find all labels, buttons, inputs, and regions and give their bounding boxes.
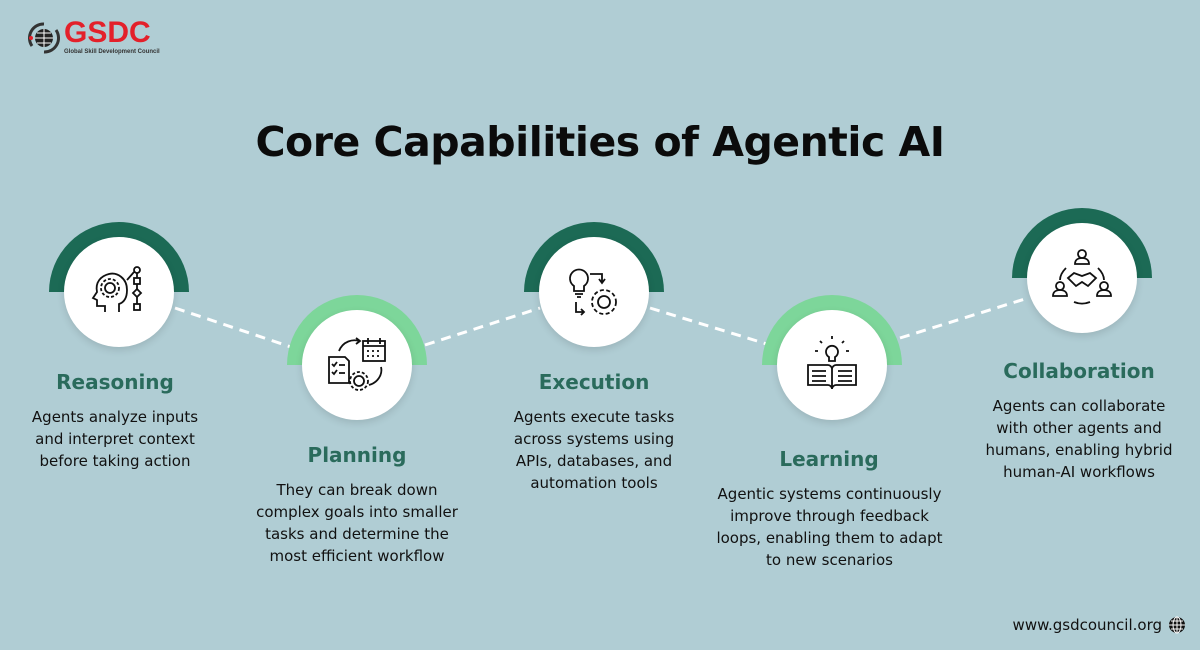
footer: www.gsdcouncil.org [1013,616,1186,634]
capability-title: Learning [779,447,879,471]
reasoning-node [49,222,189,362]
page-title: Core Capabilities of Agentic AI [255,118,945,166]
capability-title: Collaboration [1003,359,1155,383]
collaboration-node [1012,208,1152,348]
execution-node [524,222,664,362]
execution-icon [539,237,649,347]
globe-logo-icon [28,22,60,54]
connector-line [899,296,1029,340]
collaboration-icon [1027,223,1137,333]
gsdc-logo: GSDC Global Skill Development Council [26,16,176,58]
capability-description: Agents execute tasks across systems usin… [513,408,675,492]
capability-title: Execution [538,370,650,394]
capability-description: Agentic systems continuously improve thr… [716,485,943,569]
capability-collaboration: Collaboration Agents can collaborate wit… [959,359,1199,483]
globe-icon [1169,616,1185,634]
logo-text: GSDC [64,16,151,49]
capability-title: Planning [307,443,407,467]
planning-node [287,295,427,435]
capability-execution: Execution Agents execute tasks across sy… [474,370,714,494]
connector-line [174,306,301,352]
capability-planning: Planning They can break down complex goa… [237,443,477,567]
capability-description: Agents analyze inputs and interpret cont… [31,408,199,470]
capability-title: Reasoning [56,370,174,394]
capability-description: Agents can collaborate with other agents… [985,397,1173,481]
capability-learning: Learning Agentic systems continuously im… [699,447,959,571]
learning-icon [777,310,887,420]
learning-node [762,295,902,435]
capability-reasoning: Reasoning Agents analyze inputs and inte… [0,370,235,472]
website-link[interactable]: www.gsdcouncil.org [1012,616,1162,634]
planning-icon [302,310,412,420]
reasoning-icon [64,237,174,347]
connector-line [424,306,541,347]
connector-line [649,306,771,347]
logo-subtitle: Global Skill Development Council [64,49,160,55]
capability-description: They can break down complex goals into s… [256,481,458,565]
